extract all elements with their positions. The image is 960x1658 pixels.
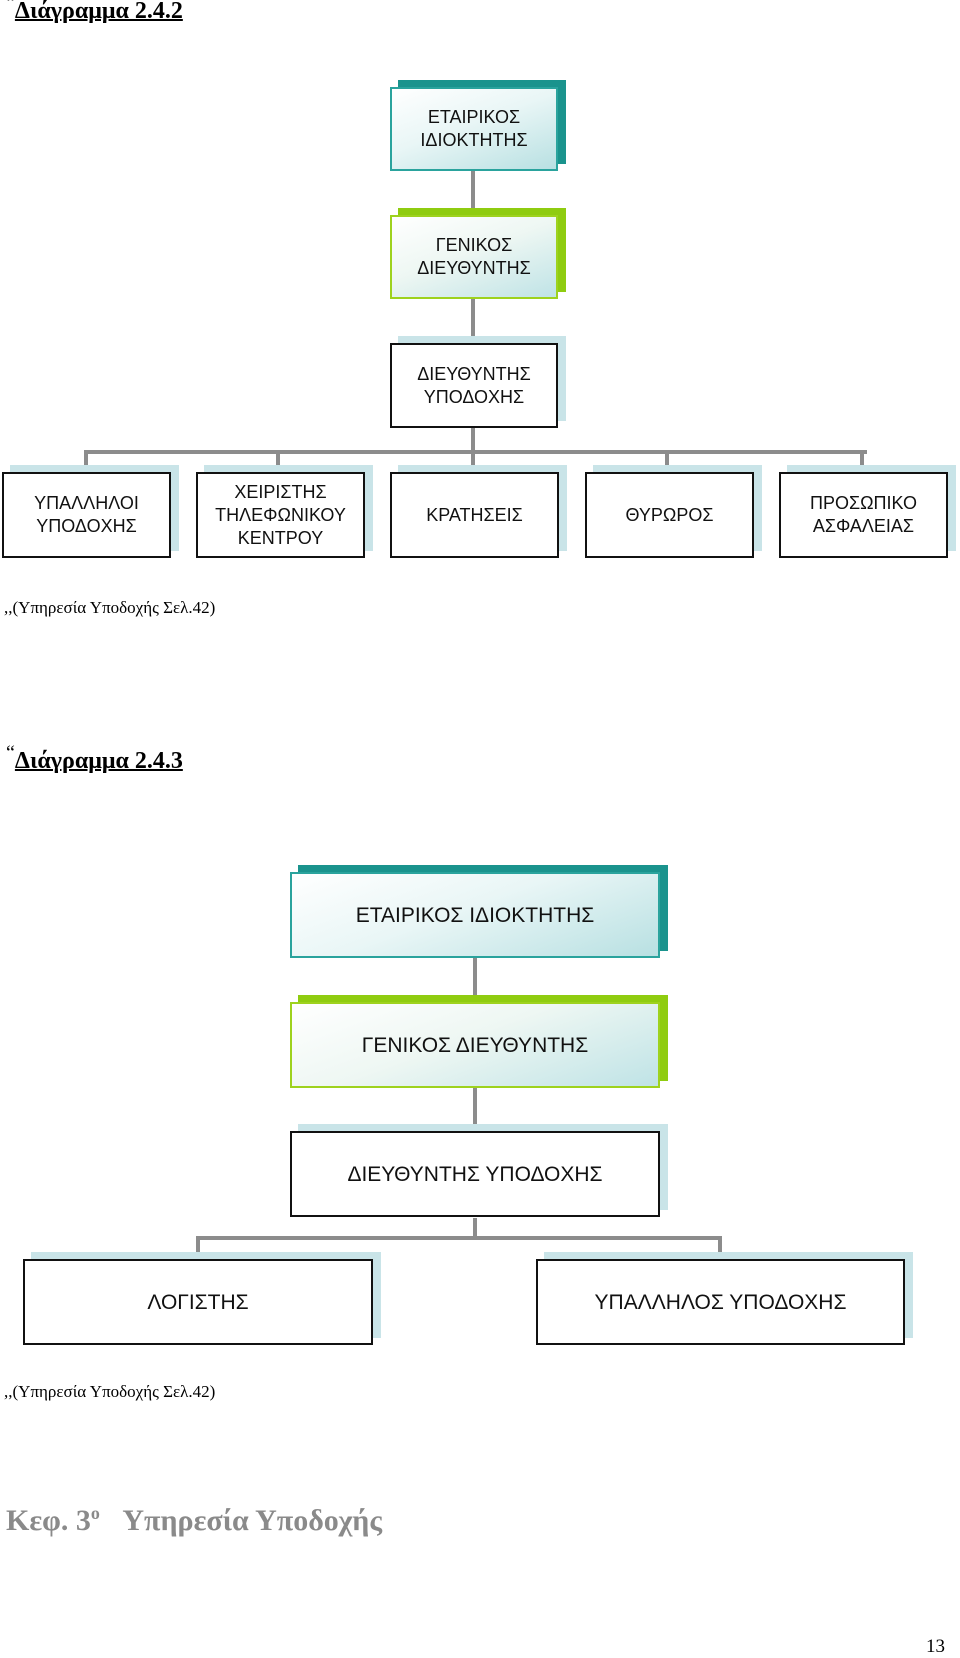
heading-quote: “ — [6, 0, 15, 14]
page-number: 13 — [926, 1636, 945, 1657]
org-node-reception-clerk: ΥΠΑΛΛΗΛΟΣ ΥΠΟΔΟΧΗΣ — [536, 1252, 913, 1345]
org-node-reception-manager: ΔΙΕΥΘΥΝΤΗΣ ΥΠΟΔΟΧΗΣ — [390, 336, 566, 428]
node-label: ΔΙΕΥΘΥΝΤΗΣ ΥΠΟΔΟΧΗΣ — [390, 343, 558, 428]
org-node-security-staff: ΠΡΟΣΩΠΙΚΟ ΑΣΦΑΛΕΙΑΣ — [779, 465, 956, 558]
connector-bus — [196, 1236, 722, 1240]
connector — [473, 1088, 477, 1130]
node-label: ΥΠΑΛΛΗΛΟΣ ΥΠΟΔΟΧΗΣ — [536, 1259, 905, 1345]
node-label: ΕΤΑΙΡΙΚΟΣ ΙΔΙΟΚΤΗΤΗΣ — [390, 87, 558, 171]
chapter-title: Υπηρεσία Υποδοχής — [122, 1504, 382, 1537]
org-node-reception-staff: ΥΠΑΛΛΗΛΟΙ ΥΠΟΔΟΧΗΣ — [2, 465, 179, 558]
org-node-doorman: ΘΥΡΩΡΟΣ — [585, 465, 762, 558]
node-label: ΠΡΟΣΩΠΙΚΟ ΑΣΦΑΛΕΙΑΣ — [779, 472, 948, 558]
connector — [276, 450, 280, 473]
heading-quote: “ — [6, 742, 15, 764]
connector — [471, 170, 475, 208]
connector — [196, 1236, 200, 1260]
connector — [473, 1218, 477, 1239]
source-text: (Υπηρεσία Υποδοχής Σελ.42) — [12, 1382, 216, 1401]
connector — [473, 958, 477, 1000]
org-node-general-manager: ΓΕΝΙΚΟΣ ΔΙΕΥΘΥΝΤΗΣ — [390, 208, 566, 299]
org-node-general-manager: ΓΕΝΙΚΟΣ ΔΙΕΥΘΥΝΤΗΣ — [290, 995, 668, 1088]
node-label: ΘΥΡΩΡΟΣ — [585, 472, 754, 558]
chapter-ordinal: ο — [90, 1503, 100, 1523]
node-label: ΔΙΕΥΘΥΝΤΗΣ ΥΠΟΔΟΧΗΣ — [290, 1131, 660, 1217]
diagram-heading: “Διάγραμμα 2.4.2 — [6, 0, 183, 25]
connector — [665, 450, 669, 473]
connector — [471, 427, 475, 453]
heading-text: Διάγραμμα 2.4.2 — [14, 0, 183, 24]
node-label: ΕΤΑΙΡΙΚΟΣ ΙΔΙΟΚΤΗΤΗΣ — [290, 872, 660, 958]
node-label: ΓΕΝΙΚΟΣ ΔΙΕΥΘΥΝΤΗΣ — [290, 1002, 660, 1088]
org-node-owner: ΕΤΑΙΡΙΚΟΣ ΙΔΙΟΚΤΗΤΗΣ — [290, 865, 668, 958]
org-node-accountant: ΛΟΓΙΣΤΗΣ — [23, 1252, 381, 1345]
diagram-heading: “Διάγραμμα 2.4.3 — [6, 743, 183, 775]
connector — [860, 450, 864, 473]
org-node-switchboard-operator: ΧΕΙΡΙΣΤΗΣ ΤΗΛΕΦΩΝΙΚΟΥ ΚΕΝΤΡΟΥ — [196, 465, 373, 558]
connector-bus — [84, 450, 867, 454]
node-label: ΓΕΝΙΚΟΣ ΔΙΕΥΘΥΝΤΗΣ — [390, 215, 558, 299]
chapter-footer: Κεφ. 3ο Υπηρεσία Υποδοχής — [6, 1503, 382, 1538]
source-text: (Υπηρεσία Υποδοχής Σελ.42) — [12, 598, 216, 617]
connector — [718, 1236, 722, 1260]
source-citation: ,,(Υπηρεσία Υποδοχής Σελ.42) — [4, 598, 216, 617]
org-node-owner: ΕΤΑΙΡΙΚΟΣ ΙΔΙΟΚΤΗΤΗΣ — [390, 80, 566, 171]
node-label: ΛΟΓΙΣΤΗΣ — [23, 1259, 373, 1345]
connector — [471, 298, 475, 336]
chapter-number: Κεφ. 3 — [6, 1504, 91, 1537]
connector — [84, 450, 88, 473]
connector — [471, 450, 475, 473]
node-label: ΥΠΑΛΛΗΛΟΙ ΥΠΟΔΟΧΗΣ — [2, 472, 171, 558]
source-citation: ,,(Υπηρεσία Υποδοχής Σελ.42) — [4, 1382, 216, 1401]
node-label: ΚΡΑΤΗΣΕΙΣ — [390, 472, 559, 558]
node-label: ΧΕΙΡΙΣΤΗΣ ΤΗΛΕΦΩΝΙΚΟΥ ΚΕΝΤΡΟΥ — [196, 472, 365, 558]
org-node-reception-manager: ΔΙΕΥΘΥΝΤΗΣ ΥΠΟΔΟΧΗΣ — [290, 1124, 668, 1217]
org-node-reservations: ΚΡΑΤΗΣΕΙΣ — [390, 465, 567, 558]
heading-text: Διάγραμμα 2.4.3 — [14, 748, 183, 774]
